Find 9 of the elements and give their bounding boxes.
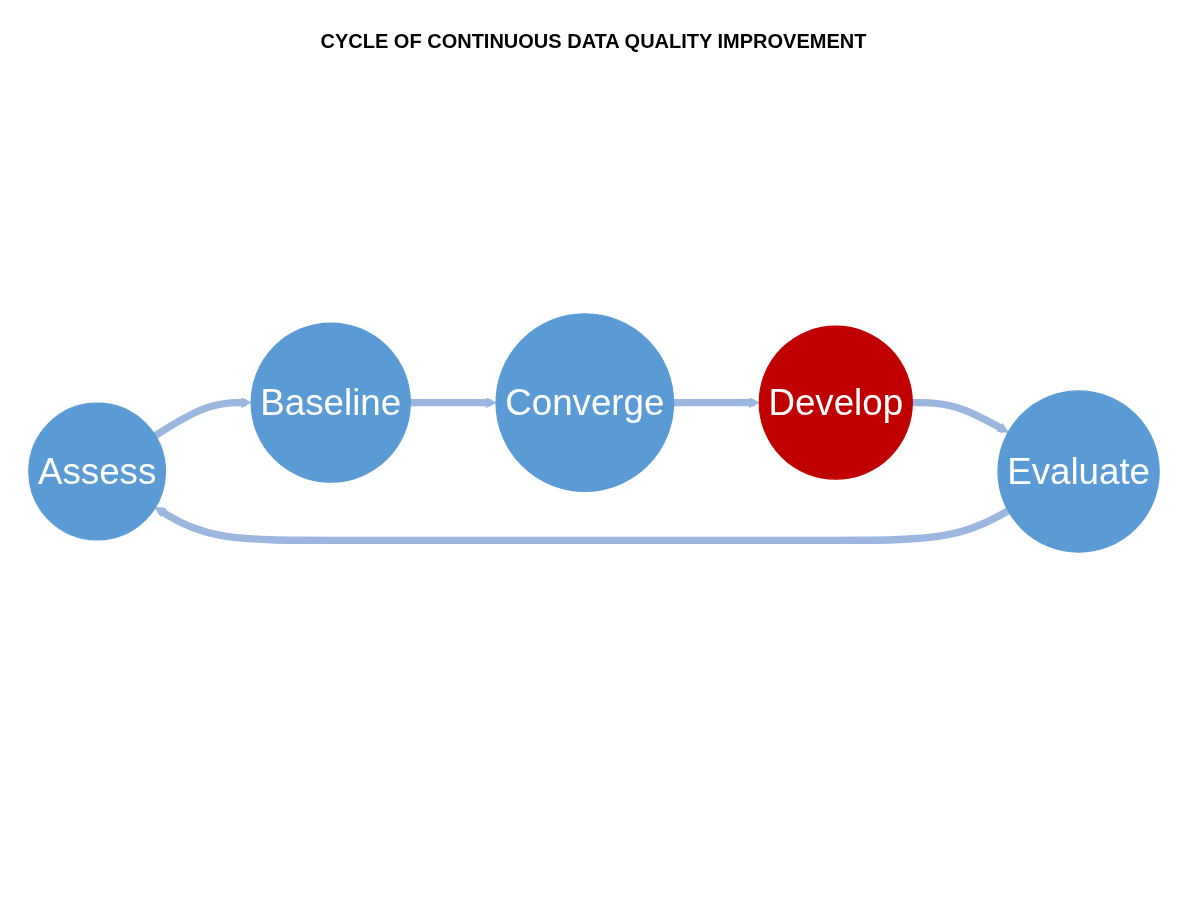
arrow [911, 398, 1009, 434]
node-circle: Evaluate [996, 390, 1160, 553]
center-caption: CYCLE OF CONTINUOUS DATA QUALITY IMPROVEMENT [320, 30, 867, 53]
node-circle: Assess [27, 402, 166, 541]
node-circle: Develop [758, 325, 913, 480]
arrow [409, 397, 496, 409]
node-circle: Converge [494, 313, 674, 493]
arrow [154, 506, 1010, 545]
node-circle: Baseline [250, 322, 411, 483]
